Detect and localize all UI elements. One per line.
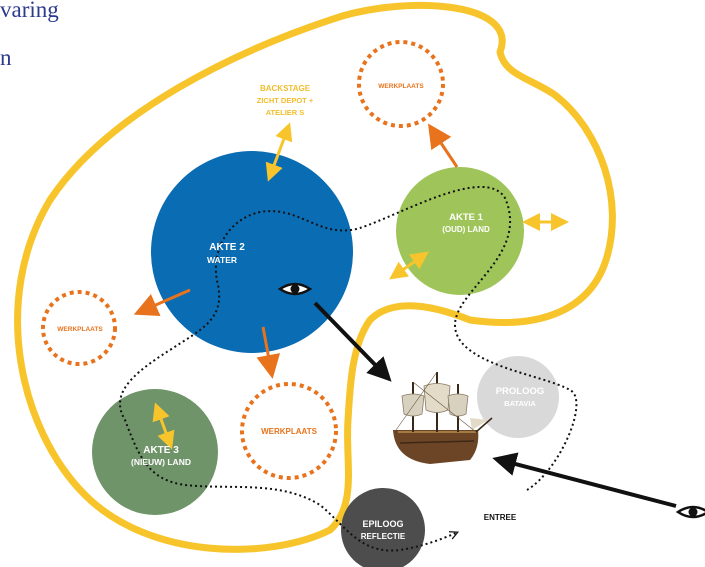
workshop-circle-top <box>357 40 445 128</box>
heading-line-1: varing <box>0 0 59 22</box>
proloog-title: PROLOOG <box>496 386 545 397</box>
visitor-route <box>119 186 578 552</box>
double-arrow-akte3 <box>152 402 175 450</box>
arrow-akte2-to-workshop-left <box>133 288 191 316</box>
workshop-label-left: WERKPLAATS <box>57 326 103 333</box>
arrow-akte1-to-workshop <box>428 123 459 168</box>
akte-2-subtitle: WATER <box>207 255 237 265</box>
workshop-label-top: WERKPLAATS <box>378 83 424 90</box>
akte-1-subtitle: (OUD) LAND <box>442 225 490 234</box>
akte-1-title: AKTE 1 <box>449 212 484 223</box>
epiloog-circle <box>341 488 425 567</box>
backstage-line-2: ZICHT DEPOT + <box>257 96 314 105</box>
backstage-line-3: ATELIER S <box>266 108 305 117</box>
entree-label: ENTREE <box>484 513 517 522</box>
eye-icon <box>277 282 313 296</box>
exhibition-boundary <box>14 1 616 553</box>
eye-icon <box>675 505 705 519</box>
arrow-akte2-to-workshop-bottom <box>256 326 281 379</box>
workshop-circle-left <box>41 290 117 366</box>
proloog-subtitle: BATAVIA <box>504 399 536 408</box>
sight-line-akte2-to-ship <box>313 301 392 382</box>
proloog-circle <box>477 356 559 438</box>
akte-3-circle <box>92 389 218 515</box>
double-arrow-backstage <box>265 122 293 182</box>
akte-2-title: AKTE 2 <box>209 242 245 253</box>
workshop-label-bottom: WERKPLAATS <box>261 427 318 436</box>
akte-3-title: AKTE 3 <box>143 445 179 456</box>
backstage-title: BACKSTAGE <box>260 84 311 93</box>
epiloog-subtitle: REFLECTIE <box>361 532 406 541</box>
akte-3-subtitle: (NIEUW) LAND <box>131 457 191 467</box>
ship-icon <box>393 371 493 464</box>
akte-2-circle <box>151 151 353 353</box>
heading-line-2: n <box>0 45 12 70</box>
sight-line-entree-to-ship <box>492 452 677 508</box>
double-arrow-akte1-left <box>389 251 429 280</box>
epiloog-title: EPILOOG <box>362 519 403 529</box>
workshop-circle-bottom <box>240 382 338 480</box>
